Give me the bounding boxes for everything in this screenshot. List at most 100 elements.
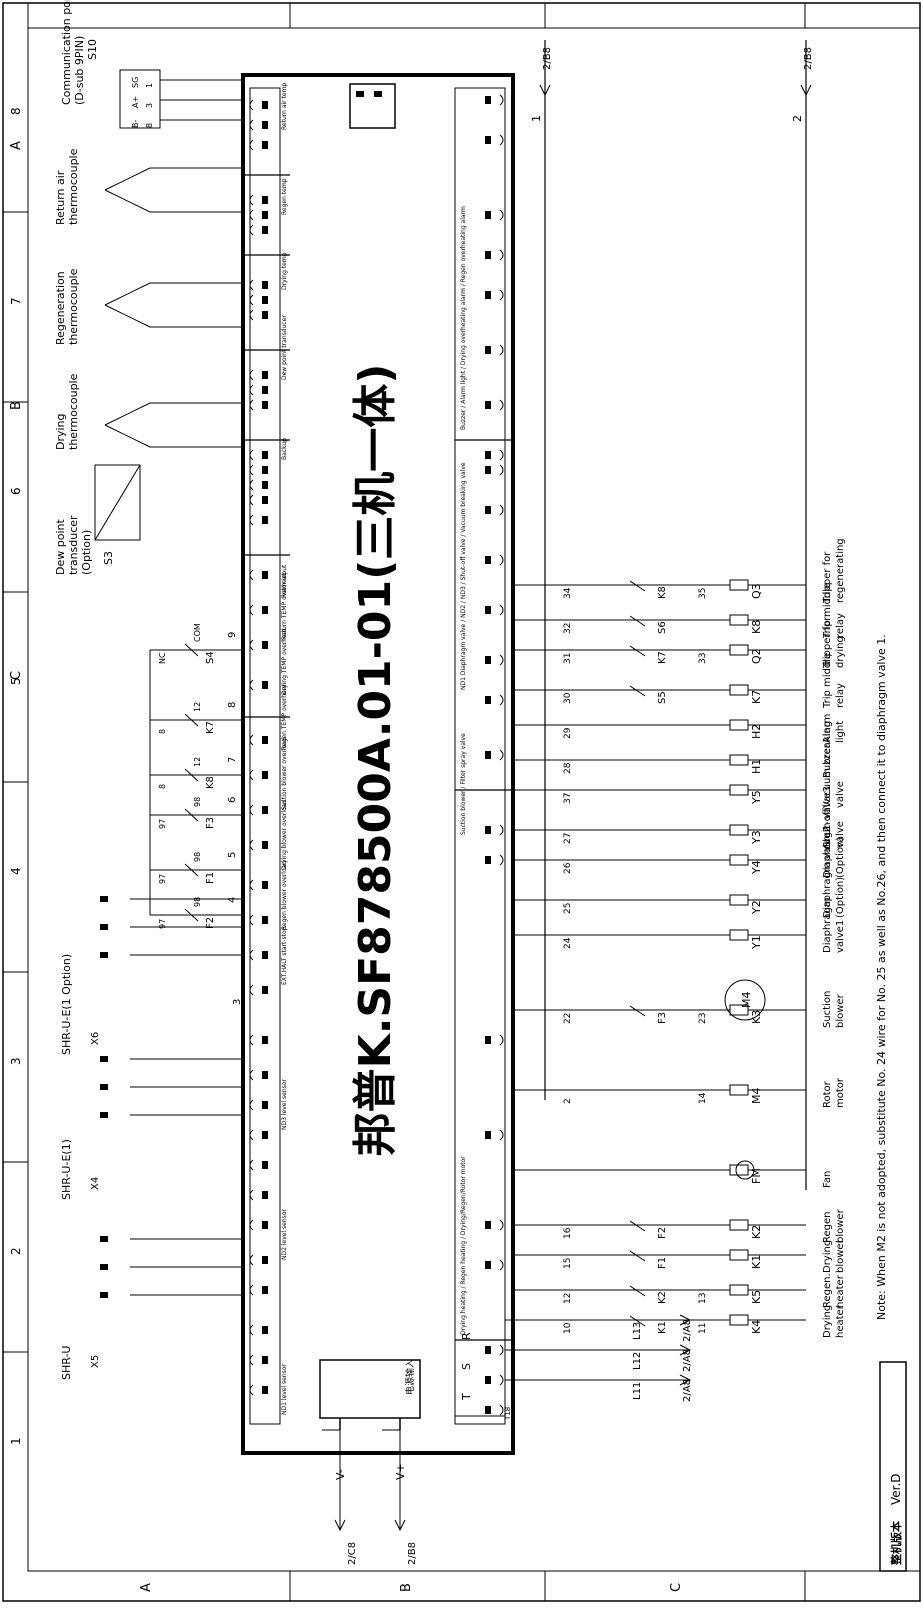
input-wire-number: 4	[227, 897, 238, 903]
controller-block-caption: Return air temp	[281, 83, 288, 130]
load-contact	[629, 1250, 646, 1262]
terminal-socket	[249, 949, 254, 961]
comm-device: S10	[86, 39, 99, 60]
terminal-socket	[499, 464, 504, 476]
terminal-pin	[262, 916, 268, 924]
bus-right-ref: 2/B8	[803, 47, 814, 70]
dew-point-box	[94, 464, 141, 541]
terminal-pin	[262, 101, 268, 109]
phase-ref: 2/A8	[682, 1379, 693, 1402]
sensor-terminal: X4	[90, 1177, 101, 1190]
terminal-socket	[249, 914, 254, 926]
load-device: Q2	[750, 648, 763, 664]
terminal-socket	[249, 1099, 254, 1111]
load-coil	[729, 754, 749, 766]
load-wire-number: 24	[563, 937, 573, 949]
rotor-motor-symbol	[724, 979, 766, 1021]
load-caption: Fan	[822, 1171, 833, 1188]
load-device: M4	[750, 1088, 763, 1105]
column-label: 4	[9, 867, 23, 875]
terminal-pin	[262, 1071, 268, 1079]
input-contact	[184, 863, 199, 877]
terminal-pin	[485, 1131, 491, 1139]
sensor-pin	[100, 1112, 108, 1118]
load-caption: blower	[835, 1208, 846, 1243]
terminal-socket	[249, 1254, 254, 1266]
terminal-socket	[249, 449, 254, 461]
load-coil	[729, 1164, 749, 1176]
load-caption: Diaphragm valve2	[822, 826, 833, 918]
sensor-caption: SHR-U	[60, 1346, 73, 1380]
load-wire-number: 28	[563, 762, 573, 774]
load-contact	[629, 1005, 646, 1017]
input-wire-number: 6	[227, 797, 238, 803]
controller-block-caption: Suction blower overload	[281, 737, 288, 810]
controller-block-caption: EXT.HALT start-stop	[281, 926, 288, 985]
terminal-socket	[499, 1219, 504, 1231]
sensor-terminal: X5	[90, 1355, 101, 1368]
output-block-caption: Suction blower / Filter spray valve	[460, 733, 467, 835]
load-contact-label: S6	[657, 621, 668, 634]
terminal-pin	[485, 1346, 491, 1354]
terminal-socket	[249, 1324, 254, 1336]
load-wire-number: 13	[698, 1293, 708, 1304]
load-caption: valve	[835, 781, 846, 808]
terminal-pin	[262, 226, 268, 234]
terminal-pin	[485, 1376, 491, 1384]
terminal-socket	[249, 464, 254, 476]
load-caption: light	[835, 721, 846, 743]
comm-pin-number: 8	[145, 123, 154, 128]
terminal-id: T18	[504, 1407, 512, 1421]
phase-wire: L12	[632, 1352, 643, 1370]
comm-pin-number: 1	[145, 83, 154, 88]
comm-pins-box	[119, 69, 161, 129]
terminal-socket	[249, 1284, 254, 1296]
load-caption: blower	[835, 1238, 846, 1273]
terminal-pin	[262, 641, 268, 649]
load-coil	[729, 1284, 749, 1296]
power-input-box	[319, 1359, 421, 1419]
column-ticks	[3, 211, 28, 1353]
terminal-socket	[249, 639, 254, 651]
row-label-top: C	[9, 671, 24, 680]
terminal-pin	[262, 1386, 268, 1394]
controller-box	[241, 73, 515, 1455]
load-wire-number: 25	[563, 903, 573, 914]
terminal-pin	[262, 371, 268, 379]
terminal-socket	[249, 294, 254, 306]
load-wire-number: 23	[698, 1013, 708, 1024]
bus-right-num: 2	[791, 115, 804, 122]
terminal-pin	[262, 736, 268, 744]
load-device: Y4	[750, 860, 763, 875]
terminal-socket	[499, 1374, 504, 1386]
terminal-pin	[262, 771, 268, 779]
phase-wire: L13	[632, 1322, 643, 1340]
terminal-socket	[249, 99, 254, 111]
terminal-socket	[249, 384, 254, 396]
terminal-pin	[262, 481, 268, 489]
load-caption: Drying	[822, 1240, 833, 1273]
comm-pin-label: SG	[131, 77, 140, 88]
terminal-pin	[485, 1406, 491, 1414]
load-wire-number: 37	[563, 793, 573, 804]
terminal-pin	[262, 296, 268, 304]
terminal-pin	[485, 1221, 491, 1229]
load-device: Q3	[750, 583, 763, 599]
load-caption: Regen	[822, 1212, 833, 1244]
load-caption: relay	[835, 683, 846, 708]
load-coil	[729, 854, 749, 866]
comm-pin-label: A+	[131, 96, 140, 108]
load-wire-number: 14	[698, 1092, 708, 1104]
input-contact-b: 12	[193, 757, 202, 767]
terminal-socket	[499, 249, 504, 261]
load-wire-number: 30	[563, 692, 573, 704]
load-caption: Rotor	[822, 1080, 833, 1108]
load-coil	[729, 719, 749, 731]
input-panel	[249, 87, 281, 1425]
load-coil	[729, 894, 749, 906]
load-caption: drying	[835, 636, 846, 668]
regen-thermocouple	[104, 282, 243, 328]
row-label-bottom: C	[669, 1583, 684, 1592]
